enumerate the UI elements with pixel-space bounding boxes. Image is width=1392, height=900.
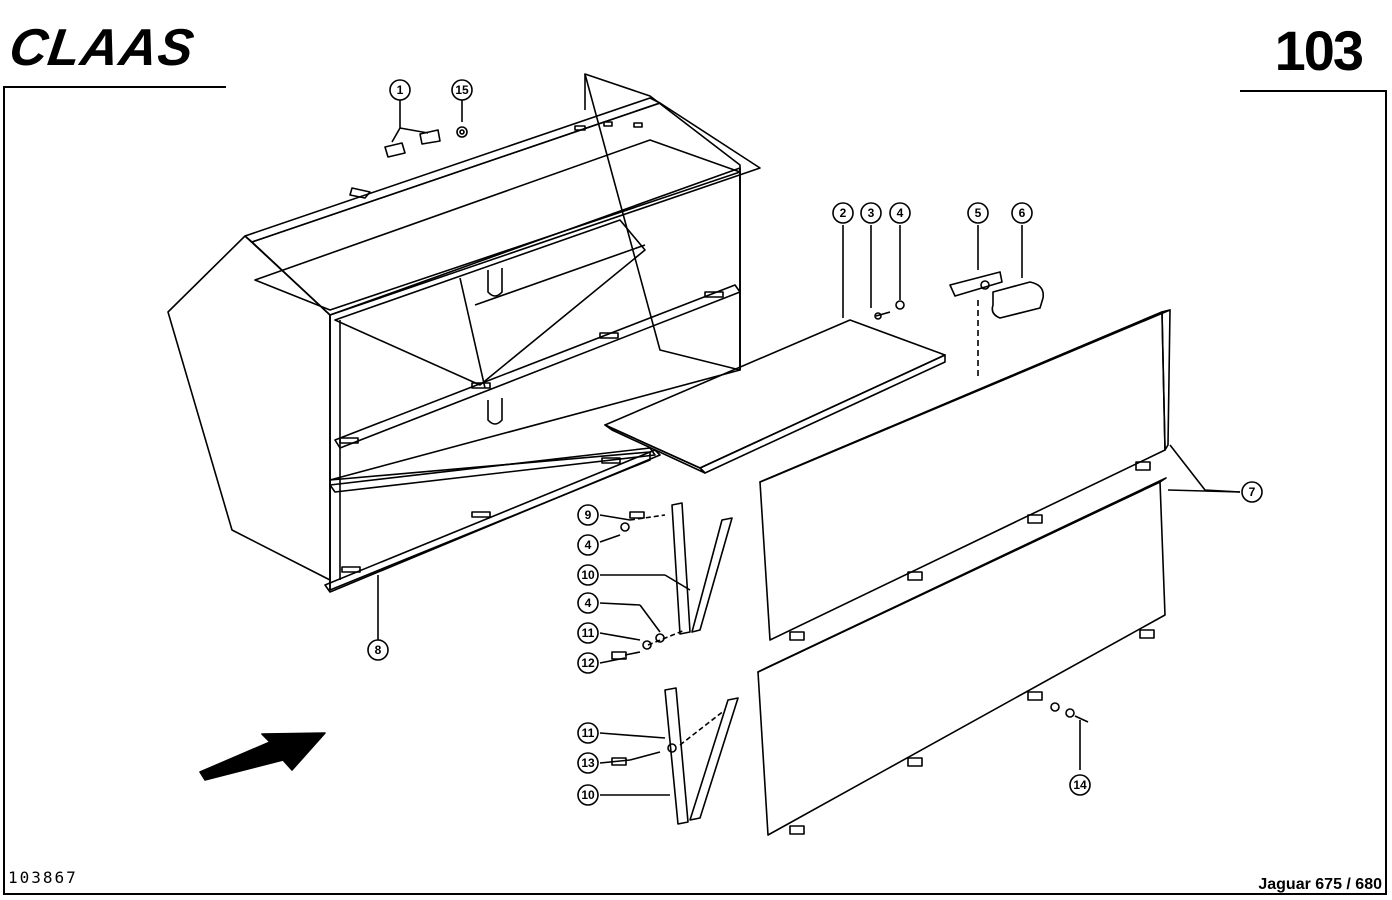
svg-text:8: 8 [375,643,382,657]
svg-text:9: 9 [585,508,592,522]
side-panel-lower [757,477,1167,836]
leader-line [1169,444,1241,493]
callout-c1: 1 [389,79,411,101]
callout-c10b: 10 [577,784,599,806]
latch-and-cap [949,225,1045,380]
callout-c12: 12 [577,652,599,674]
drawing-number: 103867 [8,868,78,887]
svg-text:6: 6 [1019,206,1026,220]
frame-left-border [3,86,5,894]
callout-c4c: 4 [577,592,599,614]
svg-text:11: 11 [582,726,595,740]
svg-text:5: 5 [975,206,982,220]
svg-text:10: 10 [581,788,595,802]
svg-text:4: 4 [585,596,592,610]
callout-c7: 7 [1241,481,1263,503]
callout-c15: 15 [451,79,473,101]
svg-text:4: 4 [897,206,904,220]
svg-text:10: 10 [581,568,595,582]
callout-c10a: 10 [577,564,599,586]
callout-c13: 13 [577,752,599,774]
callout-c8: 8 [367,639,389,661]
direction-arrow-icon [199,732,326,781]
stay-bars-upper [599,502,733,664]
side-panel-upper [759,309,1171,641]
callout-c11b: 11 [577,722,599,744]
frame-right-border [1385,90,1387,894]
callout-c11a: 11 [577,622,599,644]
callout-c3: 3 [860,202,882,224]
svg-text:3: 3 [868,206,875,220]
callout-c6: 6 [1011,202,1033,224]
stay-bars-lower [599,687,739,825]
header-rule-right [1240,90,1386,92]
callout-c2: 2 [832,202,854,224]
header-rule-left [4,86,226,88]
svg-text:15: 15 [455,83,469,97]
callout-c9: 9 [577,504,599,526]
tray-part [604,225,946,474]
svg-text:14: 14 [1073,778,1087,792]
svg-text:1: 1 [397,83,404,97]
svg-text:11: 11 [582,626,595,640]
svg-text:13: 13 [581,756,595,770]
fastener-details [611,511,645,766]
leader-line [1167,489,1241,493]
page-number: 103 [1274,19,1364,82]
svg-text:7: 7 [1249,485,1256,499]
svg-text:2: 2 [840,206,847,220]
svg-text:12: 12 [581,656,595,670]
model-label: Jaguar 675 / 680 [1258,876,1382,893]
svg-text:4: 4 [585,538,592,552]
hopper-frame-assembly [167,73,761,593]
frame-bottom-border [3,893,1387,895]
callout-c14: 14 [1069,774,1091,796]
callout-c4b: 4 [577,534,599,556]
callout-c4a: 4 [889,202,911,224]
callout-c5: 5 [967,202,989,224]
clip-parts [384,100,468,158]
